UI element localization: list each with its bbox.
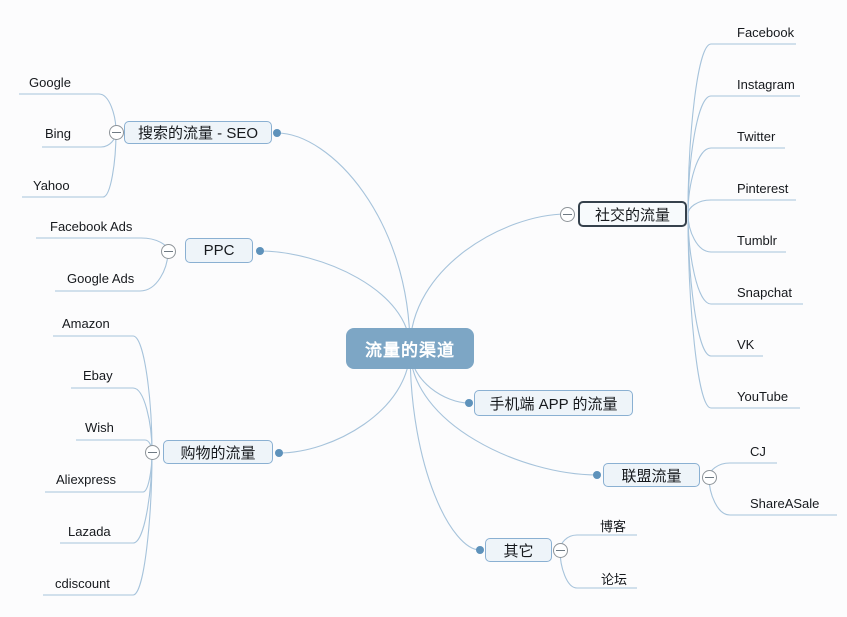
subtopic-cdiscount[interactable]: cdiscount xyxy=(55,576,110,591)
edge-line xyxy=(36,237,169,252)
edge-line xyxy=(43,451,153,596)
minus-icon xyxy=(163,250,173,252)
collapse-button-seo[interactable] xyxy=(108,124,124,140)
edge-line xyxy=(409,213,568,349)
collapse-button-social[interactable] xyxy=(559,206,575,222)
topic-shopping[interactable]: 购物的流量 xyxy=(163,440,273,464)
edge-line xyxy=(71,387,153,453)
subtopic-twitter[interactable]: Twitter xyxy=(737,129,776,144)
subtopic-bing[interactable]: Bing xyxy=(45,126,72,141)
subtopic-wish[interactable]: Wish xyxy=(85,420,114,435)
edge-line xyxy=(278,348,411,454)
connector-dot-other xyxy=(476,546,484,554)
edge-line xyxy=(687,147,785,215)
edge-line xyxy=(259,250,411,349)
edge-line xyxy=(708,462,777,478)
subtopic-lazada[interactable]: Lazada xyxy=(68,524,111,539)
edge-line xyxy=(22,131,117,198)
topic-affiliate[interactable]: 联盟流量 xyxy=(603,463,700,487)
collapse-button-ppc[interactable] xyxy=(160,243,176,259)
subtopic-facebook-ads[interactable]: Facebook Ads xyxy=(50,219,133,234)
edge-line xyxy=(76,439,153,453)
edge-line xyxy=(687,199,796,215)
subtopic-instagram[interactable]: Instagram xyxy=(737,77,795,92)
edge-line xyxy=(409,348,481,551)
subtopic-snapchat[interactable]: Snapchat xyxy=(737,285,792,300)
connector-dot-shopping xyxy=(275,449,283,457)
subtopic-facebook[interactable]: Facebook xyxy=(737,25,795,40)
minus-icon xyxy=(111,131,121,133)
connector-dot-mobile-app xyxy=(465,399,473,407)
topic-mobile-app[interactable]: 手机端 APP 的流量 xyxy=(474,390,633,416)
subtopic-ebay[interactable]: Ebay xyxy=(83,368,113,383)
subtopic-aliexpress[interactable]: Aliexpress xyxy=(56,472,116,487)
subtopic-amazon[interactable]: Amazon xyxy=(62,316,110,331)
collapse-button-other[interactable] xyxy=(552,542,568,558)
subtopic-pinterest[interactable]: Pinterest xyxy=(737,181,789,196)
subtopic-blog[interactable]: 博客 xyxy=(600,519,627,534)
topic-ppc[interactable]: PPC xyxy=(185,238,253,263)
collapse-button-shopping[interactable] xyxy=(144,444,160,460)
edge-line xyxy=(559,534,637,551)
subtopic-cj[interactable]: CJ xyxy=(750,444,766,459)
connector-dot-ppc xyxy=(256,247,264,255)
minus-icon xyxy=(555,549,565,551)
subtopic-google[interactable]: Google xyxy=(29,75,71,90)
subtopic-tumblr[interactable]: Tumblr xyxy=(737,233,777,248)
subtopic-forum[interactable]: 论坛 xyxy=(601,572,628,587)
root-topic[interactable]: 流量的渠道 xyxy=(346,328,474,369)
topic-seo[interactable]: 搜索的流量 - SEO xyxy=(124,121,272,144)
subtopic-shareasale[interactable]: ShareASale xyxy=(750,496,820,511)
topic-social[interactable]: 社交的流量 xyxy=(578,201,687,227)
edge-line xyxy=(276,132,411,349)
subtopic-youtube[interactable]: YouTube xyxy=(737,389,789,404)
connector-dot-seo xyxy=(273,129,281,137)
edge-line xyxy=(53,335,153,453)
edge-line xyxy=(687,95,800,215)
topic-other[interactable]: 其它 xyxy=(485,538,552,562)
collapse-button-affiliate[interactable] xyxy=(701,469,717,485)
connector-dot-affiliate xyxy=(593,471,601,479)
minus-icon xyxy=(704,476,714,478)
edge-line xyxy=(409,348,598,476)
minus-icon xyxy=(147,451,157,453)
subtopic-vk[interactable]: VK xyxy=(737,337,755,352)
edge-line xyxy=(687,213,800,409)
minus-icon xyxy=(562,213,572,215)
subtopic-google-ads[interactable]: Google Ads xyxy=(67,271,135,286)
subtopic-yahoo[interactable]: Yahoo xyxy=(33,178,70,193)
